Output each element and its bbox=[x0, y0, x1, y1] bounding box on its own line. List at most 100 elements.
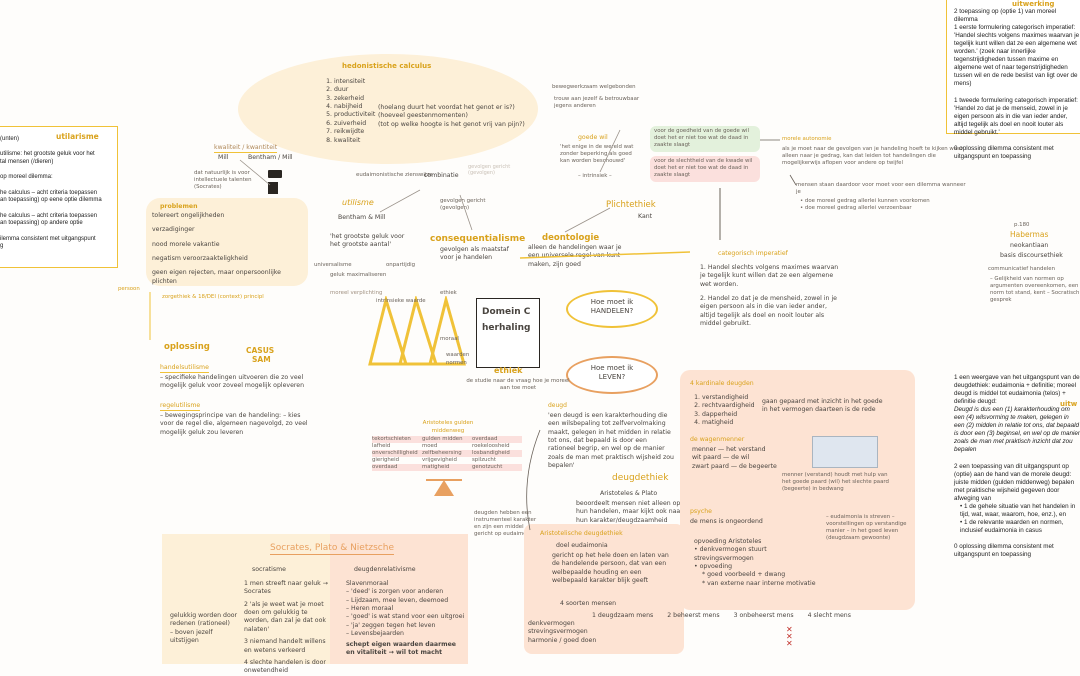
deugden-gericht: deugden hebben een instrumenteel karakte… bbox=[474, 510, 537, 538]
vier-soorten: 4 soorten mensen bbox=[560, 600, 617, 607]
socrates-col1-left: gelukkig worden door redenen (rationeel)… bbox=[170, 612, 238, 645]
morele-autonomie-title: morele autonomie bbox=[782, 136, 832, 142]
zorgethiek-label: zorgethiek & 18/DEI (context) principl bbox=[162, 294, 264, 300]
right-bottom-text: 1 een weergave van het uitgangspunt van … bbox=[954, 374, 1080, 559]
kwaliteit-note: dat natuurlijk is voor intellectuele tal… bbox=[194, 170, 252, 191]
kardinale-title: 4 kardinale deugden bbox=[690, 380, 754, 387]
oplossing-title: oplossing bbox=[164, 342, 210, 352]
right-top-box bbox=[946, 0, 1080, 134]
triangle-left bbox=[368, 296, 409, 366]
socrates-col2-list: Slavenmoraal – 'deed' is zorgen voor and… bbox=[346, 580, 465, 656]
problemen-blob bbox=[146, 198, 308, 286]
combinatie-label: combinatie bbox=[424, 172, 459, 179]
arist-doel: doel eudaimonia bbox=[556, 542, 608, 549]
geluk-label: geluk maximaliseren bbox=[330, 272, 387, 278]
book-icon bbox=[268, 170, 282, 178]
problemen-title: problemen bbox=[160, 203, 198, 210]
aristotelische-box bbox=[524, 524, 684, 654]
plichtethiek-title: Plichtethiek bbox=[606, 200, 656, 210]
arist-plato: Aristoteles & Plato bbox=[600, 490, 658, 497]
universalisme-label: universalisme bbox=[314, 262, 352, 268]
gevolgen-label: gevolgen gericht (gevolgen) bbox=[440, 198, 486, 212]
tri-label-4: waarden bbox=[446, 352, 470, 358]
trouw-top: bewegwerkzaam welgebonden bbox=[552, 84, 636, 90]
mensen-dilemma: mensen staan daardoor voor moet voor een… bbox=[796, 182, 966, 196]
opvoeding-block: opvoeding Aristoteles • denkvermogen stu… bbox=[694, 538, 816, 587]
arist-gulden-label: Aristoteles gulden middenweg bbox=[422, 420, 474, 434]
regelutilisme-text: – bewegingsprincipe van de handeling: – … bbox=[160, 412, 308, 436]
casus-title: CASUS bbox=[246, 346, 275, 355]
goedewil-title: goede wil bbox=[578, 134, 608, 141]
tri-label-2: ethiek bbox=[440, 290, 457, 296]
vier-soorten-cols: 1 deugdzaam mens 2 beheerst mens 3 onbeh… bbox=[592, 612, 851, 619]
faint-note: gevolgen gericht (gevolgen) bbox=[468, 164, 511, 176]
ethiek-sub: de studie naar de vraag hoe je moreel aa… bbox=[466, 378, 570, 392]
connector-lines bbox=[149, 129, 797, 531]
book-stack-icon bbox=[268, 182, 278, 194]
socrates-col1-title: socratisme bbox=[252, 566, 286, 573]
kardinale-box bbox=[680, 370, 915, 610]
kwade-wil-box-text: voor de slechtheid van de kwade wil doet… bbox=[654, 158, 753, 179]
goede-wil-box-text: voor de goedheid van de goede wil doet h… bbox=[654, 128, 749, 149]
habermas-basis: basis discoursethiek bbox=[1000, 252, 1063, 259]
handelen-question: Hoe moet ik HANDELEN? bbox=[590, 298, 634, 316]
eudaimonistic-label: eudaimonistische zienswijze bbox=[356, 172, 433, 178]
cardinal-right-notes: – eudaimonia is streven – voorstellingen… bbox=[826, 514, 907, 542]
arist-deugden-title: Aristotelische deugdethiek bbox=[540, 530, 623, 537]
moreel-label: moreel verplichting bbox=[330, 290, 383, 296]
problemen-list: tolereert ongelijkheden verzadiginger no… bbox=[152, 212, 281, 285]
domein-herhaling: herhaling bbox=[482, 323, 531, 333]
right-top-title: uitwerking bbox=[1012, 0, 1055, 8]
leven-oval bbox=[566, 356, 658, 394]
socrates-col2-title: deugdenrelativisme bbox=[354, 566, 416, 573]
morele-autonomie-text: als je moet naar de gevolgen van je hand… bbox=[782, 146, 963, 167]
handelsutilisme-text: – specifieke handelingen uitvoeren die z… bbox=[160, 374, 305, 390]
arist-text: beoordeelt mensen niet alleen op hun han… bbox=[576, 500, 683, 524]
psyche-title: psyche bbox=[690, 508, 712, 515]
left-edge-box bbox=[0, 126, 118, 268]
triangles-diagram bbox=[368, 296, 466, 366]
vier-soorten-rows: denkvermogen strevingsvermogen harmonie … bbox=[528, 620, 597, 644]
wagenmenner-rows: menner — het verstand wit paard — de wil… bbox=[692, 446, 777, 470]
x-marks: ✕✕✕ bbox=[786, 625, 793, 649]
hedonistic-notes: (hoelang duurt het voordat het genot er … bbox=[378, 104, 525, 128]
ethiek-title: ethiek bbox=[494, 366, 523, 375]
utilisme-quote: 'het grootste geluk voor het grootste aa… bbox=[330, 233, 405, 249]
triangle-middle bbox=[398, 296, 439, 366]
chariot-image bbox=[812, 436, 878, 468]
hedonistic-title: hedonistische calculus bbox=[342, 62, 432, 70]
utilisme-names: Bentham & Mill bbox=[338, 214, 386, 221]
categorisch-list: 1. Handel slechts volgens maximes waarva… bbox=[700, 264, 839, 328]
leven-question: Hoe moet ik LEVEN? bbox=[590, 364, 634, 382]
hedonistic-blob bbox=[238, 54, 538, 164]
triangle-right bbox=[428, 296, 466, 366]
habermas-title: Habermas bbox=[1010, 230, 1049, 239]
right-top-text: 2 toepassing op (optie 1) van moreel dil… bbox=[954, 8, 1080, 160]
mens-ongeordend: de mens is ongeordend bbox=[690, 518, 763, 525]
tri-label-5: normen bbox=[446, 360, 467, 366]
deugdethiek-title: deugdethiek bbox=[612, 473, 669, 483]
socrates-title: Socrates, Plato & Nietzsche bbox=[270, 542, 394, 556]
goede-wil-box bbox=[650, 126, 760, 152]
balance-icon bbox=[426, 479, 462, 496]
trouw-text: trouw aan jezelf & betrouwbaar jegens an… bbox=[554, 96, 640, 110]
wagenmenner-title: de wagenmenner bbox=[690, 436, 745, 443]
tri-label-3: moraal bbox=[440, 336, 459, 342]
right-bottom-title: uitw bbox=[1060, 400, 1078, 408]
left-edge-title: utilarisme bbox=[56, 132, 99, 141]
deugd-text: 'een deugd is een karakterhouding die ee… bbox=[548, 412, 674, 470]
regelutilisme-title: regelutilisme bbox=[160, 402, 201, 412]
kardinale-list: verstandigheid rechtvaardigheid dapperhe… bbox=[690, 394, 755, 427]
handelen-oval bbox=[566, 290, 658, 328]
consequentialisme-sub: gevolgen als maatstaf voor je handelen bbox=[440, 246, 509, 262]
bentham-mill-label: Bentham / Mill bbox=[248, 154, 293, 161]
habermas-text: – Gelijkheid van normen op argumenten ov… bbox=[990, 276, 1080, 304]
domein-title: Domein C bbox=[482, 307, 531, 317]
kant-label: Kant bbox=[638, 213, 653, 220]
categorisch-title: categorisch imperatief bbox=[718, 250, 788, 257]
utilisme-title: utilisme bbox=[342, 198, 374, 207]
deontologie-title: deontologie bbox=[542, 233, 600, 243]
middenweg-table: tekortschieten gulden midden overdaad la… bbox=[372, 436, 522, 472]
intrinsiek-label: – intrinsiek – bbox=[578, 173, 612, 179]
handelsutilisme-title: handelsutilisme bbox=[160, 364, 209, 374]
